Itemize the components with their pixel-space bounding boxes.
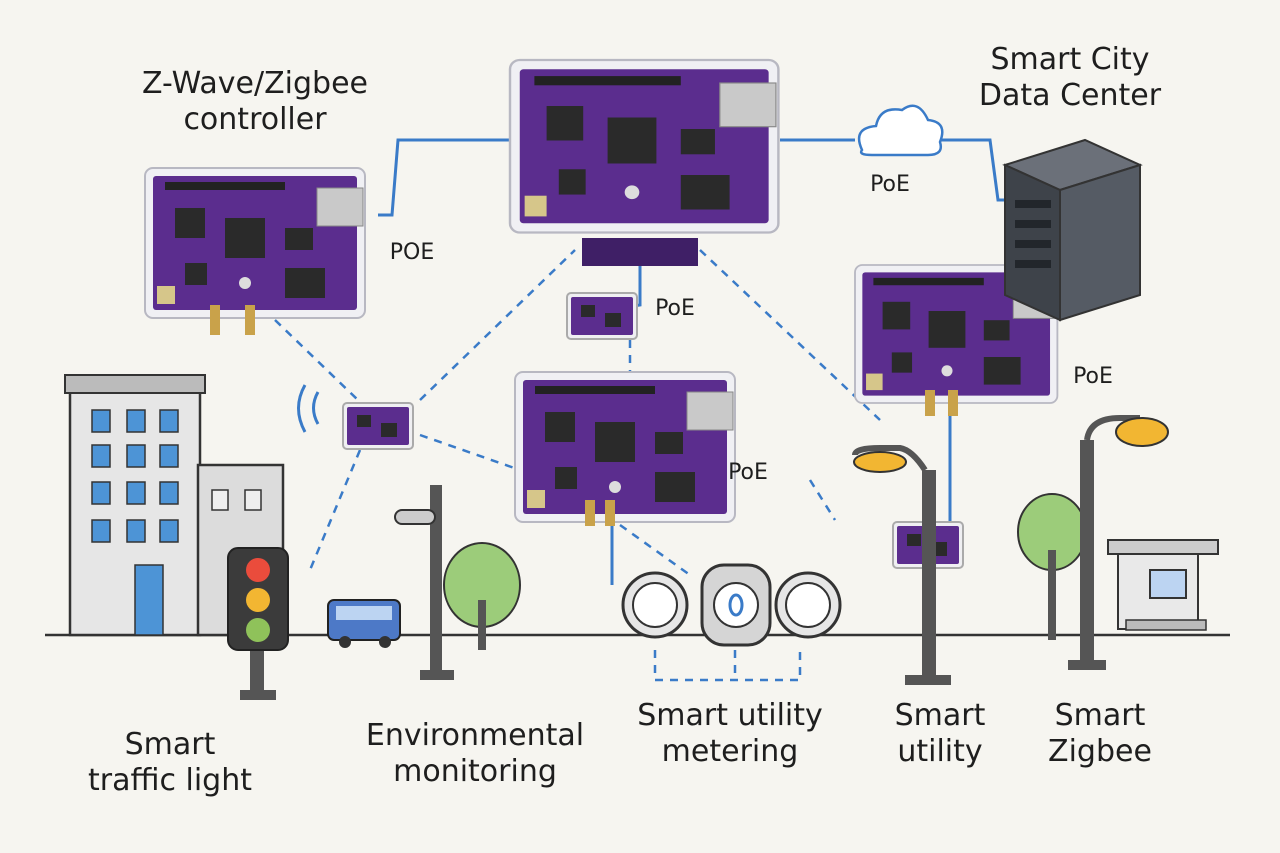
zwave-zigbee-controller-board — [144, 167, 366, 335]
central-hub-board — [508, 58, 780, 234]
cloud-icon — [857, 104, 944, 157]
data-center-label: Smart City Data Center — [978, 42, 1162, 113]
bus-stop-icon — [1107, 539, 1219, 631]
building-icon — [64, 374, 285, 637]
wifi-icon — [297, 384, 320, 433]
traffic-light-icon — [227, 547, 289, 700]
street-lamp-icon — [1068, 415, 1169, 670]
poe-label-right: PoE — [1073, 364, 1113, 389]
bus-icon — [327, 599, 401, 648]
poe-label-center: PoE — [655, 296, 695, 321]
smart-zigbee-label: Smart Zigbee — [1048, 698, 1152, 769]
meter-icon — [621, 571, 689, 639]
street-lamp-icon — [852, 445, 951, 685]
poe-label-cloud: PoE — [870, 172, 910, 197]
controller-label: Z-Wave/Zigbee controller — [142, 66, 368, 137]
smart-utility-label: Smart utility — [894, 698, 986, 769]
small-sensor-board — [566, 292, 638, 340]
tree-icon — [443, 542, 521, 650]
wired-links — [378, 138, 1012, 585]
poe-label-left: POE — [389, 240, 435, 265]
traffic-light-label: Smart traffic light — [87, 727, 252, 798]
meter-icon — [700, 563, 772, 647]
wireless-links — [274, 249, 881, 682]
poe-label-mid-board: PoE — [728, 460, 768, 485]
metering-label: Smart utility metering — [637, 698, 823, 769]
meter-icon — [774, 571, 842, 639]
right-node-board — [854, 264, 1059, 416]
wireless-sensor-board — [342, 402, 414, 450]
hub-expansion-board — [582, 238, 698, 266]
tree-icon — [1017, 493, 1087, 640]
server-icon — [1002, 138, 1143, 322]
mid-node-board — [514, 371, 736, 526]
street-lamp-icon — [394, 485, 454, 680]
environmental-label: Environmental monitoring — [365, 718, 585, 789]
